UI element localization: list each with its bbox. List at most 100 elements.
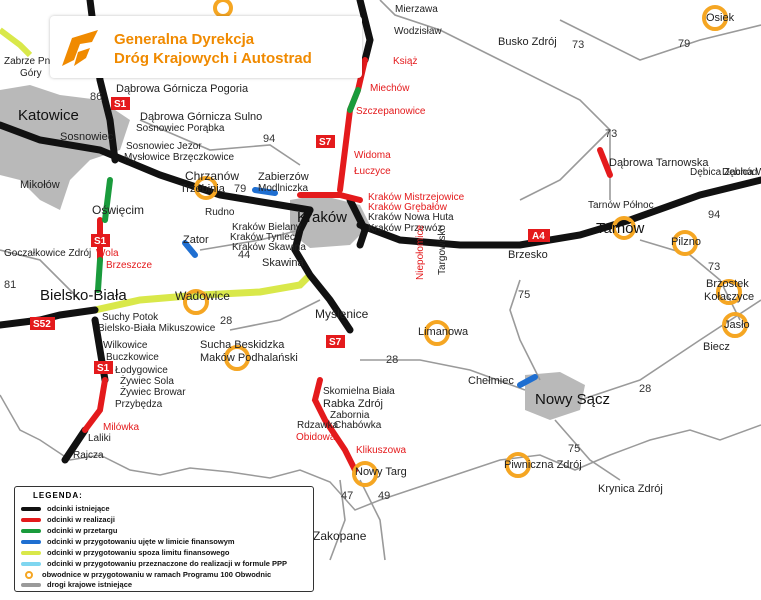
label-krynica: Krynica Zdrój	[598, 483, 663, 495]
label-wola: Wola	[96, 248, 119, 259]
legend-swatch	[21, 539, 41, 544]
label-nowy-targ: Nowy Targ	[355, 466, 407, 478]
label-osiek: Osiek	[706, 12, 735, 24]
bypass-wadowice	[183, 289, 209, 315]
label-jaslo: Jasło	[724, 319, 750, 331]
roads-in-limit	[182, 187, 538, 388]
label-lodygowice: Łodygowice	[115, 365, 168, 376]
gddkia-logo-icon	[62, 30, 98, 66]
label-rudno: Rudno	[205, 207, 235, 218]
label-dabrowa-tarnowska: Dąbrowa Tarnowska	[609, 157, 709, 169]
legend-label: odcinki w przygotowaniu ujęte w limicie …	[47, 537, 235, 546]
bypass-tarnow	[612, 216, 636, 240]
label-sucha: Sucha Beskidzka	[200, 339, 285, 351]
label-zator: Zator	[183, 234, 209, 246]
label-luczyce: Łuczyce	[354, 166, 391, 177]
label-wodzislaw: Wodzisław	[394, 26, 442, 37]
label-zabrze: Zabrze Pn.	[4, 56, 53, 67]
label-brzostek: Brzostek	[706, 278, 749, 290]
legend-label: odcinki w przetargu	[47, 526, 118, 535]
label-kolaczyce: Kołaczyce	[704, 291, 754, 303]
road-numbers: 73 73 73 79 79 94 94 44 28 28 28 75 75 4…	[4, 38, 720, 502]
legend-label: drogi krajowe istniejące	[47, 580, 133, 589]
legend-circle-icon	[25, 570, 33, 579]
road-73-b: 73	[605, 128, 617, 140]
label-biecz: Biecz	[703, 341, 730, 353]
road-94-a: 94	[263, 133, 275, 145]
label-miechow: Miechów	[370, 83, 410, 94]
bypass-makow	[224, 345, 250, 371]
label-sosnowiec-porabka: Sosnowiec Porąbka	[136, 123, 225, 134]
road-28-b: 28	[386, 354, 398, 366]
label-zabornia: Zabornia	[330, 410, 370, 421]
label-widoma: Widoma	[354, 150, 391, 161]
legend-item: odcinki w przetargu	[21, 525, 117, 536]
bypass-pilzno	[672, 230, 698, 256]
shield-s1-c-label: S1	[97, 363, 110, 374]
legend-swatch	[21, 561, 41, 566]
label-przybedza: Przybędza	[115, 399, 163, 410]
nowy-sacz-urban-area	[525, 372, 585, 420]
legend-label: odcinki istniejące	[47, 504, 110, 513]
label-piwniczna: Piwniczna Zdrój	[504, 459, 582, 471]
label-chelmiec: Chełmiec	[468, 375, 514, 387]
road-86: 86	[90, 91, 102, 103]
bypass-jaslo	[722, 312, 748, 338]
roads-in-tender	[95, 87, 361, 293]
shield-a4	[528, 229, 550, 242]
road-75-a: 75	[518, 289, 530, 301]
label-krakow-przewoz: Kraków Przewóz	[368, 223, 442, 234]
label-rdzawka: Rdzawka	[297, 420, 339, 431]
yellow-road-nw	[0, 27, 33, 58]
label-goczalkowice: Goczałkowice Zdrój	[4, 248, 91, 259]
shield-s1-c	[94, 361, 113, 374]
legend-label: odcinki w przygotowaniu spoza limitu fin…	[47, 548, 230, 557]
label-krakow-bielany: Kraków Bielany	[232, 222, 301, 233]
city-labels: Katowice Kraków Tarnów Bielsko-Biała Now…	[4, 4, 761, 543]
label-zakopane: Zakopane	[313, 529, 367, 543]
shield-s52	[30, 317, 55, 330]
label-sosnowiec: Sosnowiec	[60, 131, 114, 143]
road-81: 81	[4, 279, 16, 291]
road-73-c: 73	[708, 261, 720, 273]
label-zywiec-sola: Żywiec Sola	[120, 374, 174, 387]
label-bielsko: Bielsko-Biała	[40, 287, 127, 304]
legend-label: obwodnice w przygotowaniu w ramach Progr…	[42, 570, 272, 579]
road-75-b: 75	[568, 443, 580, 455]
label-mikuszowice: Bielsko-Biała Mikuszowice	[98, 323, 216, 334]
shield-s7-a	[316, 135, 335, 148]
shield-s1-a-label: S1	[114, 99, 127, 110]
label-buczkowice: Buczkowice	[106, 352, 159, 363]
label-zywiec-browar: Żywiec Browar	[120, 385, 186, 398]
bypass-brzostek	[716, 279, 742, 305]
bypass-limanowa	[424, 320, 450, 346]
legend-label: odcinki w przygotowaniu przeznaczone do …	[47, 559, 288, 568]
label-brzesko: Brzesko	[508, 249, 548, 261]
road-28-c: 28	[639, 383, 651, 395]
label-zabierzow: Zabierzów	[258, 171, 309, 183]
label-busko: Busko Zdrój	[498, 36, 557, 48]
road-79-a: 79	[678, 38, 690, 50]
bypass-nowy-targ	[352, 461, 378, 487]
map-legend: LEGENDA: odcinki istniejące odcinki w re…	[14, 486, 314, 592]
label-tarnow-polnoc: Tarnów Północ	[588, 200, 654, 211]
road-94-b: 94	[708, 209, 720, 221]
legend-swatch	[21, 517, 41, 522]
legend-item: odcinki w przygotowaniu ujęte w limicie …	[21, 536, 235, 547]
label-ksiaz: Książ	[393, 56, 417, 67]
label-wadowice: Wadowice	[175, 289, 230, 303]
label-skawina: Skawina	[262, 257, 304, 269]
label-myslowice: Mysłowice Brzęczkowice	[124, 152, 234, 163]
label-myslenice: Myślenice	[315, 307, 369, 321]
label-gory: Góry	[20, 68, 42, 79]
label-sosnowiec-jezor: Sosnowiec Jezor	[126, 141, 202, 152]
shield-s52-label: S52	[33, 319, 51, 330]
label-suchy-potok: Suchy Potok	[102, 312, 159, 323]
legend-item: obwodnice w przygotowaniu w ramach Progr…	[21, 569, 271, 580]
label-rajcza: Rajcza	[73, 450, 104, 461]
label-krakow-tyniec: Kraków Tyniec	[230, 232, 295, 243]
label-limanowa: Limanowa	[418, 326, 469, 338]
label-oswiecim: Oświęcim	[92, 203, 144, 217]
shield-s7-a-label: S7	[319, 137, 332, 148]
road-79-b: 79	[234, 183, 246, 195]
